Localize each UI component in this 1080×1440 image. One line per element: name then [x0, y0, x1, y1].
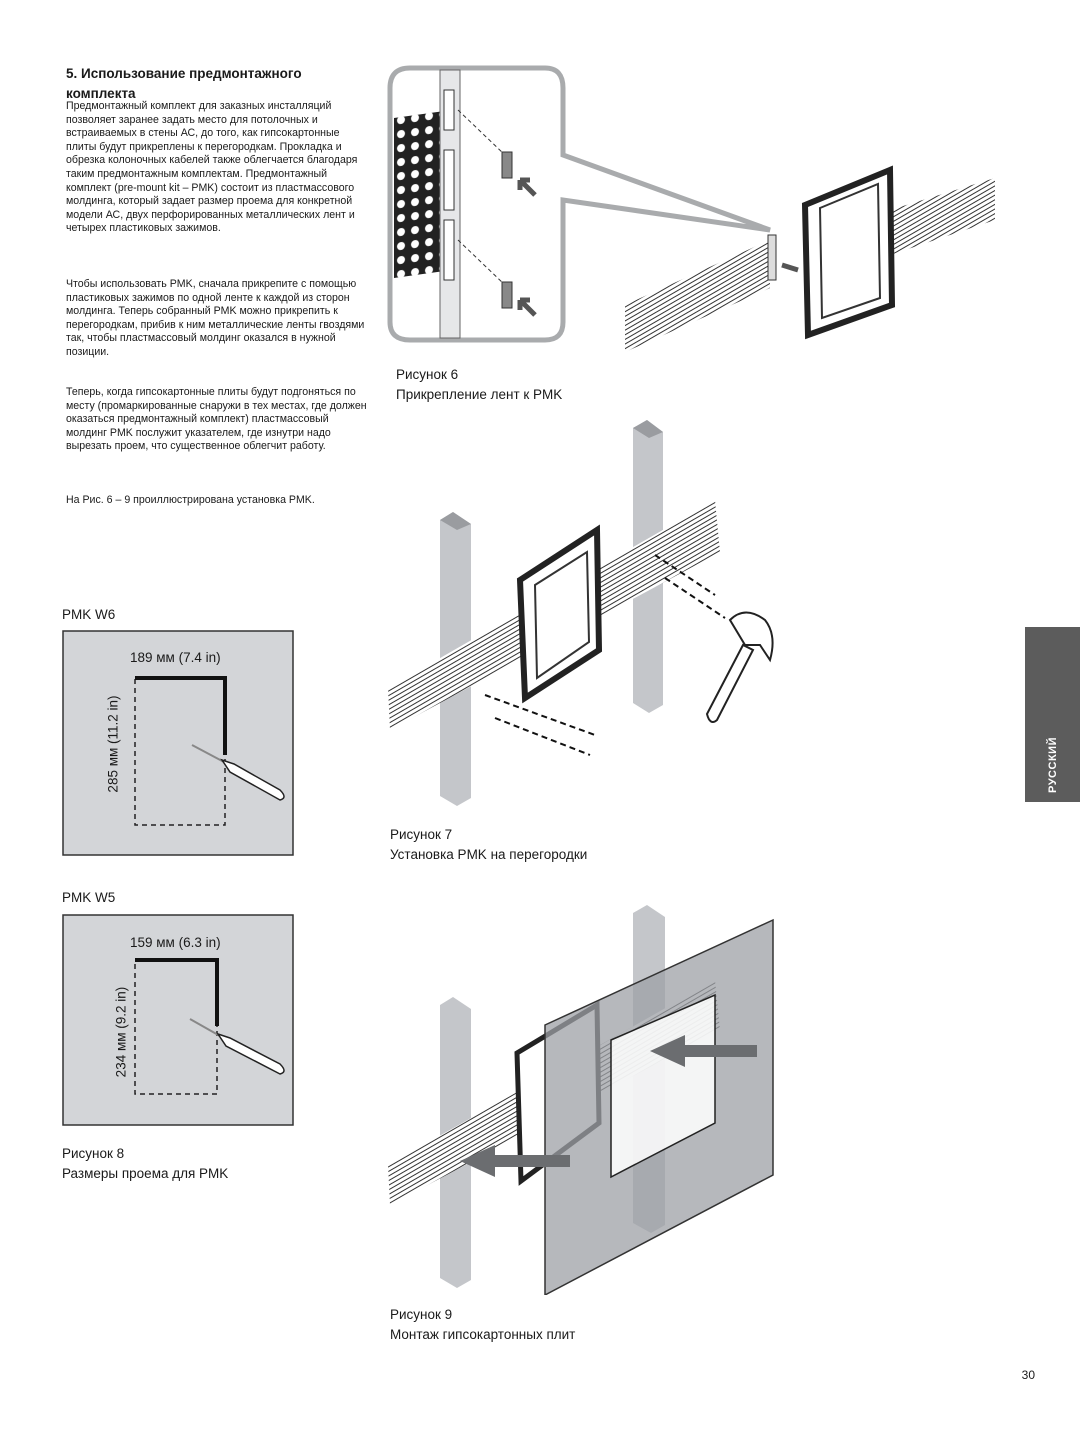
figure-9-illustration — [388, 905, 774, 1295]
pmk-w6-height-dimension: 285 мм (11.2 in) — [105, 695, 121, 793]
figure-9-text: Монтаж гипсокартонных плит — [390, 1327, 576, 1342]
figure-9-caption: Рисунок 9 Монтаж гипсокартонных плит — [390, 1305, 575, 1345]
pmk-w5-label: PMK W5 — [62, 890, 116, 905]
body-paragraph: На Рис. 6 – 9 проиллюстрирована установк… — [66, 494, 315, 506]
figure-8-caption: Рисунок 8 Размеры проема для PMK — [62, 1144, 228, 1184]
figure-8-text: Размеры проема для PMK — [62, 1166, 229, 1181]
pmk-w6-diagram — [62, 630, 294, 856]
figure-6-text: Прикрепление лент к PMK — [396, 387, 563, 402]
figure-6-illustration — [387, 65, 995, 352]
figure-7-text: Установка PMK на перегородки — [390, 847, 588, 862]
language-tab: РУССКИЙ — [1025, 627, 1080, 802]
section-heading: 5. Использование предмонтажного комплект… — [66, 66, 302, 101]
figure-9-title: Рисунок 9 — [390, 1307, 453, 1322]
pmk-w6-width-dimension: 189 мм (7.4 in) — [130, 650, 221, 665]
pmk-w5-diagram — [62, 914, 294, 1126]
figure-6-caption: Рисунок 6 Прикрепление лент к PMK — [396, 365, 562, 405]
language-tab-label: РУССКИЙ — [1046, 736, 1059, 793]
body-paragraph: Предмонтажный комплект для заказных инст… — [66, 100, 358, 235]
body-paragraph: Чтобы использовать PMK, сначала прикрепи… — [66, 278, 365, 358]
figure-7-title: Рисунок 7 — [390, 827, 453, 842]
figure-8-title: Рисунок 8 — [62, 1146, 125, 1161]
pmk-w6-label: PMK W6 — [62, 607, 116, 622]
figure-7-illustration — [388, 420, 774, 806]
figure-6-title: Рисунок 6 — [396, 367, 459, 382]
pmk-w5-width-dimension: 159 мм (6.3 in) — [130, 935, 221, 950]
pmk-w5-height-dimension: 234 мм (9.2 in) — [113, 986, 129, 1078]
figure-7-caption: Рисунок 7 Установка PMK на перегородки — [390, 825, 587, 865]
page-number: 30 — [1021, 1368, 1035, 1382]
body-paragraph: Теперь, когда гипсокартонные плиты будут… — [66, 386, 367, 453]
